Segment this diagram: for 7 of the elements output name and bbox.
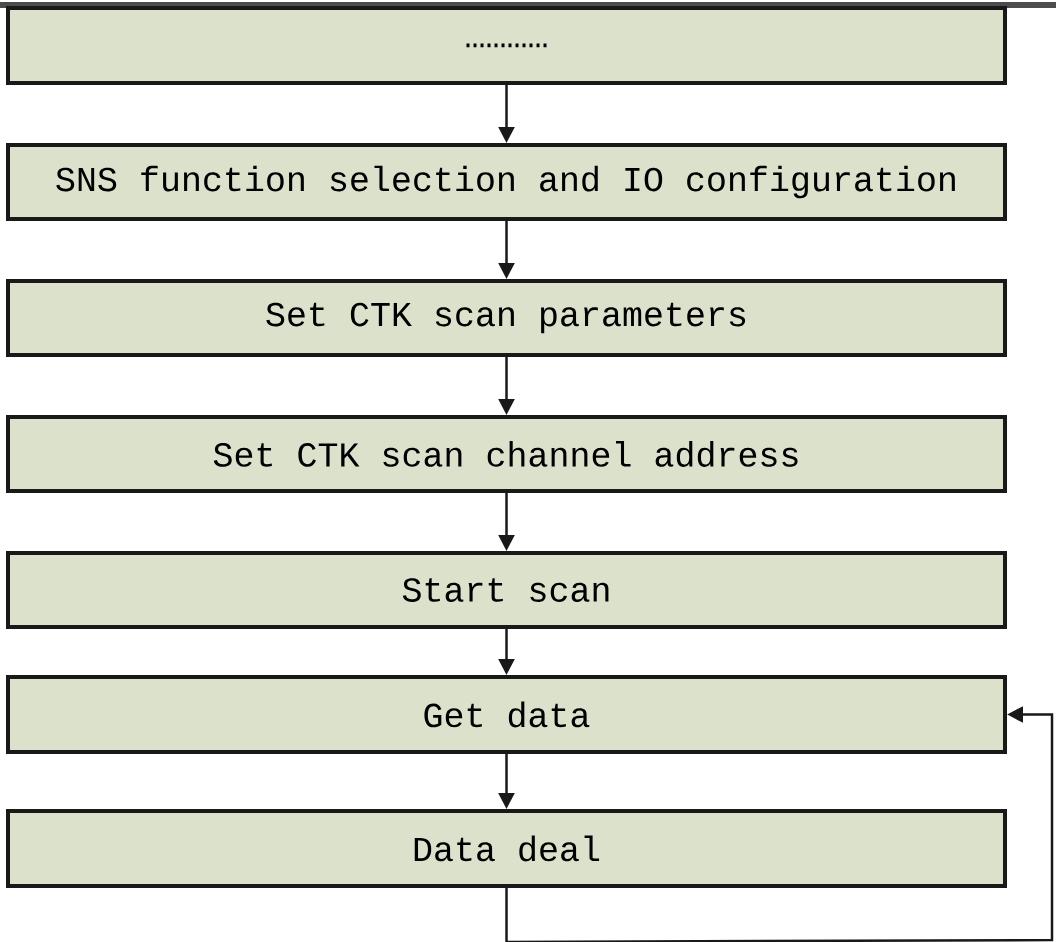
process-box: ………… [6,6,1007,85]
process-box: Start scan [6,551,1007,629]
process-box: Set CTK scan parameters [6,279,1007,357]
process-box: Set CTK scan channel address [6,415,1007,493]
process-box: Data deal [6,809,1007,888]
process-box: Get data [6,675,1007,754]
process-box: SNS function selection and IO configuration [6,143,1007,221]
